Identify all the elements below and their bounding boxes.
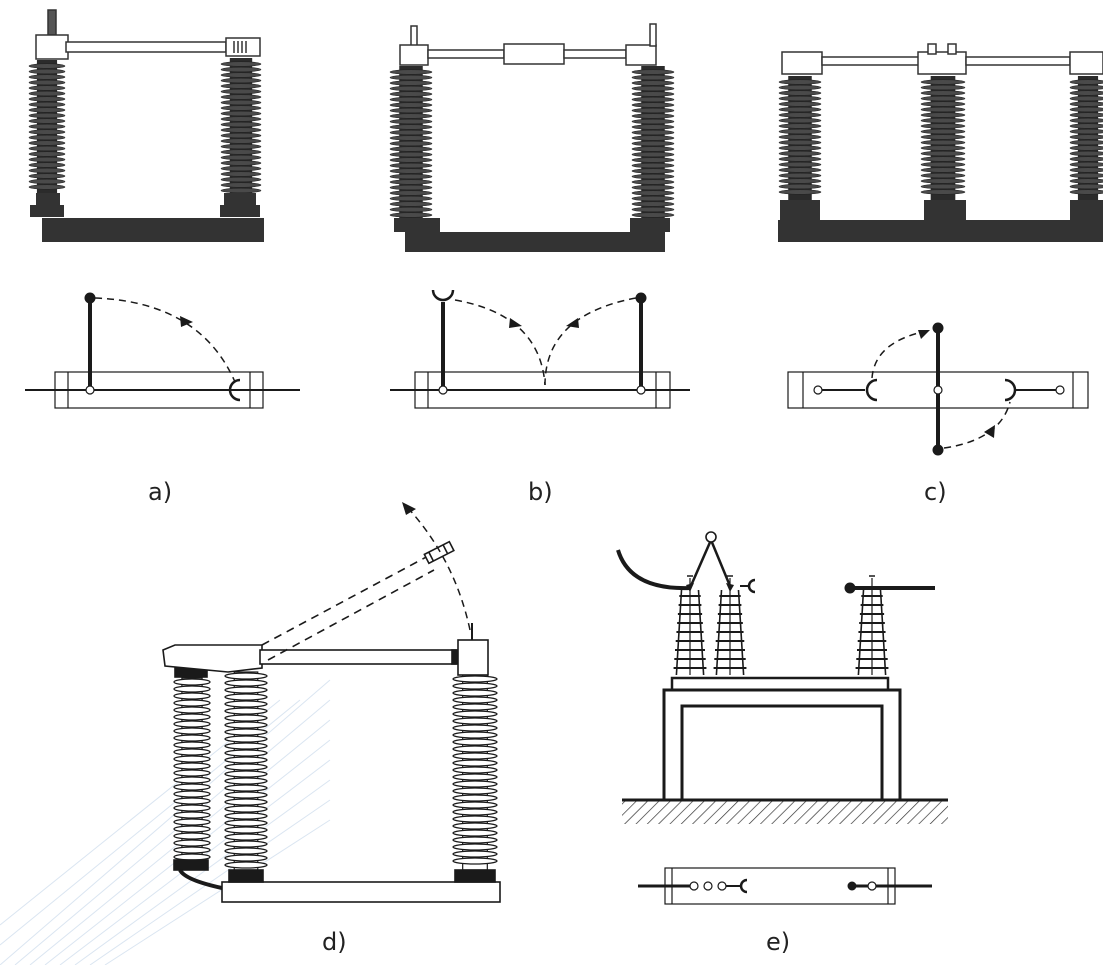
panel-c-left-insulator: [778, 76, 822, 200]
panel-d-left-insulator: [173, 677, 211, 861]
panel-e-contacts: [616, 531, 935, 594]
panel-d-centre-insulator: [224, 671, 268, 871]
panel-a-base: [30, 193, 264, 242]
panel-b-right-insulator: [631, 66, 675, 220]
label-a: a): [148, 478, 172, 506]
panel-e-schematic: [638, 867, 932, 905]
panel-a-schematic: [25, 292, 300, 409]
panel-b-left-insulator: [389, 66, 433, 220]
panel-e-frame: [662, 676, 902, 802]
panel-d-right-insulator: [452, 674, 498, 871]
panel-a-left-insulator: [28, 60, 66, 195]
panel-c-schematic: [787, 322, 1089, 456]
label-e: e): [766, 928, 790, 956]
panel-e-insulators: [673, 575, 889, 676]
label-d: d): [322, 928, 347, 956]
panel-b-top-arm: [399, 23, 657, 66]
panel-b-schematic: [390, 289, 690, 409]
panel-d-frame: [162, 502, 501, 903]
label-c: c): [924, 478, 947, 506]
label-b: b): [528, 478, 553, 506]
panel-c-top-arm: [781, 43, 1103, 75]
panel-e-ground: [622, 798, 948, 824]
panel-a-top-arm: [35, 9, 261, 60]
panel-c-base: [778, 200, 1103, 242]
panel-c-right-insulator: [1069, 76, 1103, 200]
panel-c-middle-insulator: [920, 76, 966, 200]
watermark-lines: [0, 679, 331, 965]
panel-a-right-insulator: [220, 58, 262, 195]
panel-b-base: [394, 218, 670, 252]
